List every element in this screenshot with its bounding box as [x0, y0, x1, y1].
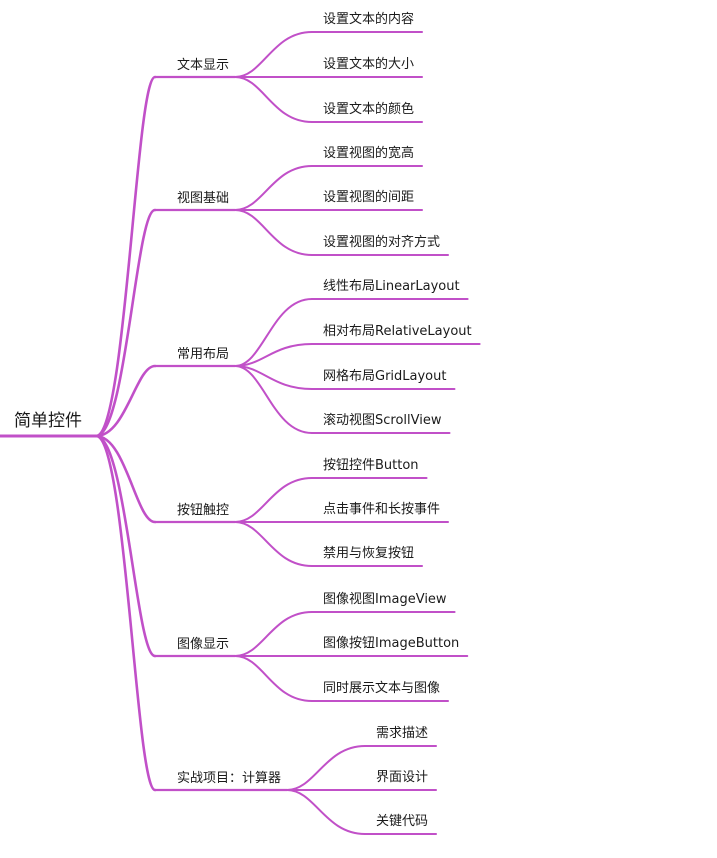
child-connector: [234, 521, 313, 567]
leaf-label: 设置文本的大小: [323, 57, 415, 72]
leaf-label: 设置视图的间距: [323, 190, 415, 205]
branch-label: 图像显示: [177, 637, 230, 652]
child-connector: [286, 789, 366, 835]
leaf-label: 按钮控件Button: [323, 458, 419, 473]
branch-connector: [94, 208, 157, 438]
branch-label: 按钮触控: [177, 503, 230, 518]
leaf-label: 线性布局LinearLayout: [323, 279, 460, 294]
root-node-label: 简单控件: [14, 411, 82, 431]
leaf-label: 滚动视图ScrollView: [323, 413, 442, 428]
leaf-label: 关键代码: [376, 814, 429, 829]
branch-label: 视图基础: [177, 191, 230, 206]
branch-connector: [94, 434, 157, 524]
child-connector: [286, 745, 366, 791]
child-connector: [234, 365, 313, 390]
leaf-label: 设置文本的颜色: [323, 102, 415, 117]
child-connector: [234, 477, 313, 523]
leaf-label: 网格布局GridLayout: [323, 369, 447, 384]
child-connector: [234, 655, 313, 702]
branch-connector: [94, 75, 157, 438]
leaf-label: 设置视图的对齐方式: [323, 235, 441, 250]
leaf-label: 点击事件和长按事件: [323, 502, 441, 517]
connector-lines: [0, 31, 481, 835]
child-connector: [234, 209, 313, 256]
leaf-label: 界面设计: [376, 770, 429, 785]
branch-label: 实战项目：计算器: [177, 771, 282, 786]
child-connector: [234, 343, 313, 367]
leaf-label: 图像视图ImageView: [323, 592, 447, 607]
branch-label: 常用布局: [177, 347, 230, 362]
leaf-label: 相对布局RelativeLayout: [323, 324, 472, 339]
branch-connector: [94, 364, 157, 438]
child-connector: [234, 165, 313, 211]
leaf-label: 禁用与恢复按钮: [323, 546, 415, 561]
branch-label: 文本显示: [177, 58, 230, 73]
branch-connector: [94, 434, 157, 658]
child-connector: [234, 76, 313, 123]
child-connector: [234, 298, 313, 367]
leaf-label: 图像按钮ImageButton: [323, 636, 460, 651]
child-connector: [234, 365, 313, 434]
leaf-label: 设置文本的内容: [323, 12, 415, 27]
child-connector: [234, 611, 313, 657]
leaf-label: 设置视图的宽高: [323, 146, 415, 161]
leaf-label: 需求描述: [376, 726, 429, 741]
leaf-label: 同时展示文本与图像: [323, 681, 441, 696]
branch-connector: [94, 434, 157, 792]
child-connector: [234, 31, 313, 78]
